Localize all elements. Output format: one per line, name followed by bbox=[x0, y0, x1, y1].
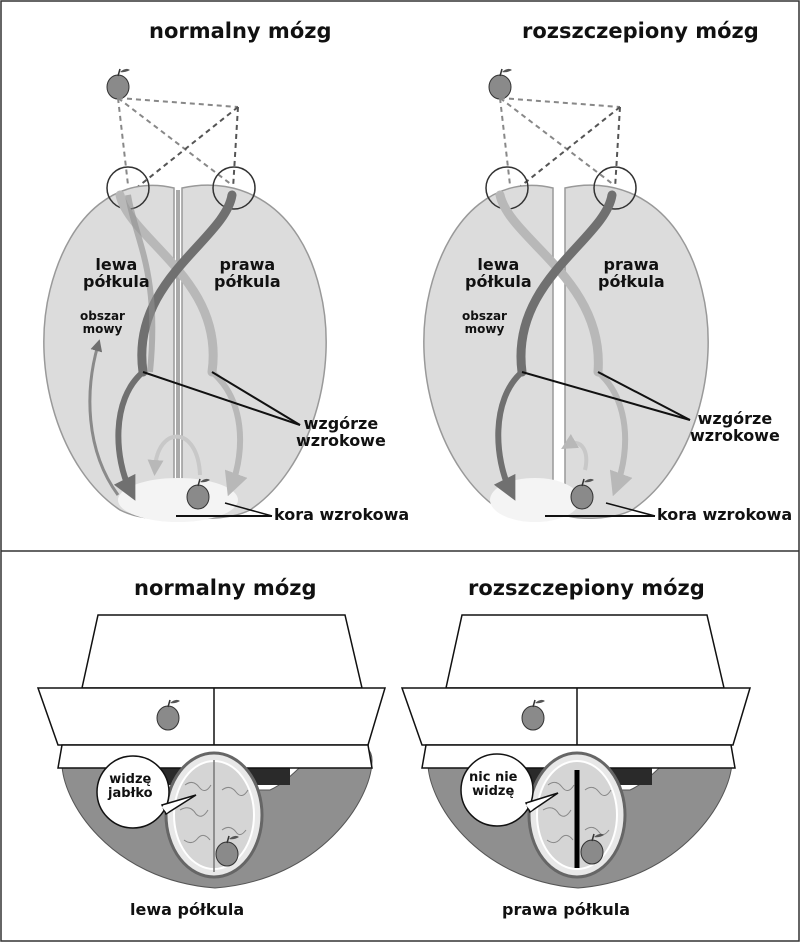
right-eye-circle bbox=[212, 166, 256, 210]
top-left-right-hemisphere-label: prawa półkula bbox=[214, 255, 281, 291]
top-left-speech-area-label: obszar mowy bbox=[80, 309, 125, 336]
normal-brain-top-diagram bbox=[43, 68, 327, 522]
top-right-title: rozszczepiony mózg bbox=[522, 19, 759, 43]
apple-icon bbox=[106, 68, 131, 100]
top-right-left-hemisphere-label: lewa półkula bbox=[465, 255, 532, 291]
split-brain-bottom-scene bbox=[400, 614, 752, 889]
apple-icon bbox=[488, 68, 513, 100]
top-left-visual-cortex-label: kora wzrokowa bbox=[274, 505, 410, 524]
top-right-speech-area-label: obszar mowy bbox=[462, 309, 507, 336]
top-left-left-hemisphere-label: lewa półkula bbox=[83, 255, 150, 291]
bottom-right-speech-bubble-text: nic nie widzę bbox=[469, 770, 518, 799]
normal-brain-bottom-scene bbox=[36, 614, 387, 889]
bottom-right-title: rozszczepiony mózg bbox=[468, 576, 705, 600]
bottom-left-caption: lewa półkula bbox=[130, 900, 245, 919]
top-left-thalamus-label: wzgórze wzrokowe bbox=[296, 414, 386, 450]
bottom-right-caption: prawa półkula bbox=[502, 900, 630, 919]
top-right-thalamus-label: wzgórze wzrokowe bbox=[690, 409, 780, 445]
top-right-right-hemisphere-label: prawa półkula bbox=[598, 255, 665, 291]
bottom-left-speech-bubble-text: widzę jabłko bbox=[108, 772, 153, 801]
top-left-title: normalny mózg bbox=[149, 19, 332, 43]
bottom-left-title: normalny mózg bbox=[134, 576, 317, 600]
top-right-visual-cortex-label: kora wzrokowa bbox=[657, 505, 793, 524]
split-brain-top-diagram bbox=[423, 68, 709, 522]
